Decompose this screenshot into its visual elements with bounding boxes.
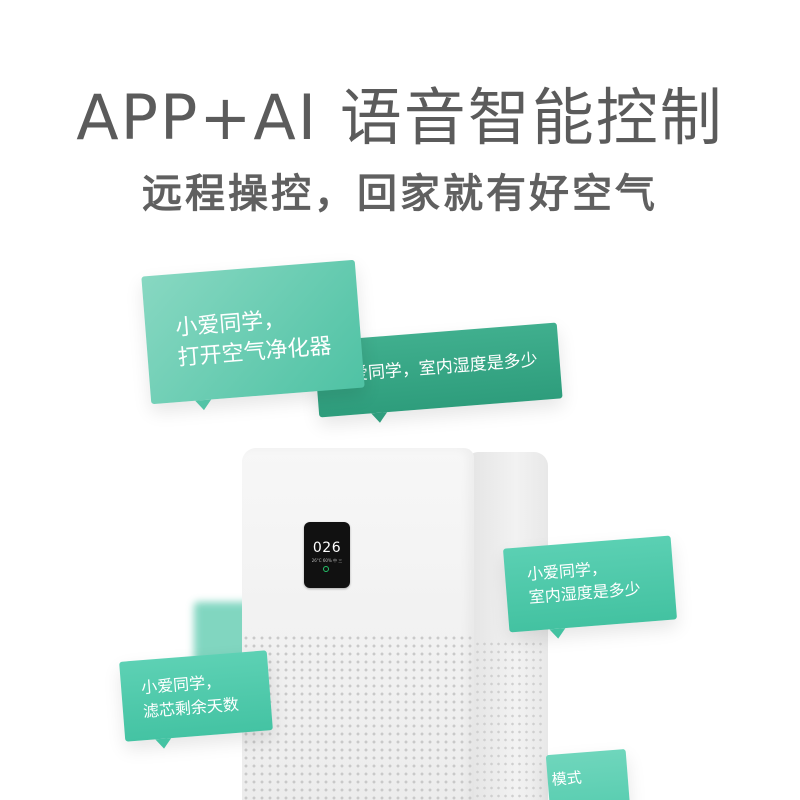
bubble-text: 小爱同学， 室内湿度是多少 <box>526 558 642 607</box>
bubble-text: 小爱同学， 打开空气净化器 <box>174 307 333 371</box>
bubble-tail <box>371 412 388 424</box>
bubble-text: 小爱同学，室内湿度是多少 <box>333 350 539 387</box>
pm25-reading: 026 <box>312 540 342 556</box>
subheadline: 远程操控，回家就有好空气 <box>142 171 658 217</box>
speech-bubble-filter-days: 小爱同学， 滤芯剩余天数 <box>119 650 273 750</box>
headline: APP+AI 语音智能控制 <box>76 81 724 154</box>
status-ring-icon <box>323 566 329 572</box>
purifier-display: 026 26°C 60% 中 三 <box>304 522 350 588</box>
bubble-tail <box>195 399 212 411</box>
speech-bubble-open-purifier: 小爱同学， 打开空气净化器 <box>141 259 365 411</box>
bubble-tail <box>155 738 173 750</box>
bubble-text: 模式 <box>551 768 583 789</box>
speech-bubble-mode: 模式 <box>545 748 631 800</box>
speech-bubble-humidity-query-2: 小爱同学， 室内湿度是多少 <box>502 535 678 640</box>
display-detail-readout: 26°C 60% 中 三 <box>311 558 343 563</box>
purifier-side-mesh <box>474 640 546 800</box>
purifier-front-mesh <box>242 634 474 800</box>
bubble-tail <box>549 628 567 640</box>
bubble-text: 小爱同学， 滤芯剩余天数 <box>140 672 240 722</box>
